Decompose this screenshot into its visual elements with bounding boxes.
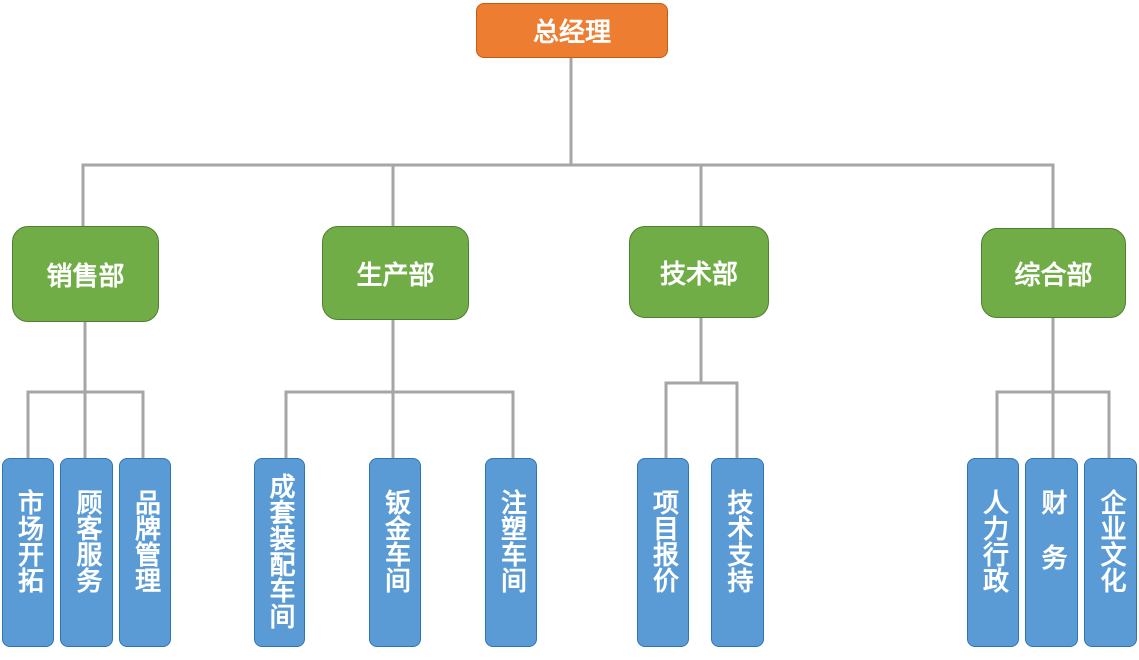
node-dept-tech: 技术部 bbox=[629, 226, 769, 318]
unit-label: 项目报价 bbox=[648, 489, 679, 593]
unit-label: 品牌管理 bbox=[130, 489, 161, 593]
connector-tech-units bbox=[664, 316, 739, 460]
unit-label: 市场开拓 bbox=[13, 489, 44, 593]
node-unit-project-quotation: 项目报价 bbox=[637, 458, 689, 647]
unit-label: 顾客服务 bbox=[72, 489, 102, 593]
node-general-manager-label: 总经理 bbox=[532, 18, 611, 48]
node-general-manager: 总经理 bbox=[476, 3, 668, 58]
node-unit-assembly-workshop: 成套装配车间 bbox=[254, 458, 305, 647]
unit-label: 财务 bbox=[1037, 489, 1067, 599]
node-unit-customer-service: 顾客服务 bbox=[60, 458, 113, 647]
node-unit-finance: 财务 bbox=[1025, 458, 1078, 647]
unit-label: 钣金车间 bbox=[380, 489, 411, 593]
node-unit-sheet-metal-workshop: 钣金车间 bbox=[369, 458, 421, 647]
connector-sales-units bbox=[26, 320, 145, 460]
connector-root bbox=[81, 56, 1055, 167]
connector-general-units bbox=[995, 316, 1111, 460]
dept-sales-label: 销售部 bbox=[46, 261, 125, 292]
node-unit-market-development: 市场开拓 bbox=[2, 458, 54, 647]
dept-production-label: 生产部 bbox=[356, 260, 435, 291]
node-unit-injection-workshop: 注塑车间 bbox=[485, 458, 537, 647]
node-unit-hr-admin: 人力行政 bbox=[967, 458, 1019, 647]
node-dept-sales: 销售部 bbox=[12, 226, 159, 322]
node-unit-technical-support: 技术支持 bbox=[711, 458, 764, 647]
node-dept-production: 生产部 bbox=[322, 226, 469, 320]
node-unit-corporate-culture: 企业文化 bbox=[1084, 458, 1137, 647]
unit-label: 技术支持 bbox=[723, 489, 753, 593]
unit-label: 企业文化 bbox=[1096, 489, 1126, 593]
unit-label: 人力行政 bbox=[978, 489, 1009, 593]
node-unit-brand-management: 品牌管理 bbox=[119, 458, 171, 647]
dept-general-label: 综合部 bbox=[1014, 260, 1093, 291]
unit-label: 注塑车间 bbox=[496, 489, 527, 593]
connector-production-units bbox=[284, 318, 515, 460]
dept-tech-label: 技术部 bbox=[659, 259, 738, 290]
unit-label: 成套装配车间 bbox=[265, 473, 295, 629]
node-dept-general: 综合部 bbox=[981, 228, 1126, 318]
